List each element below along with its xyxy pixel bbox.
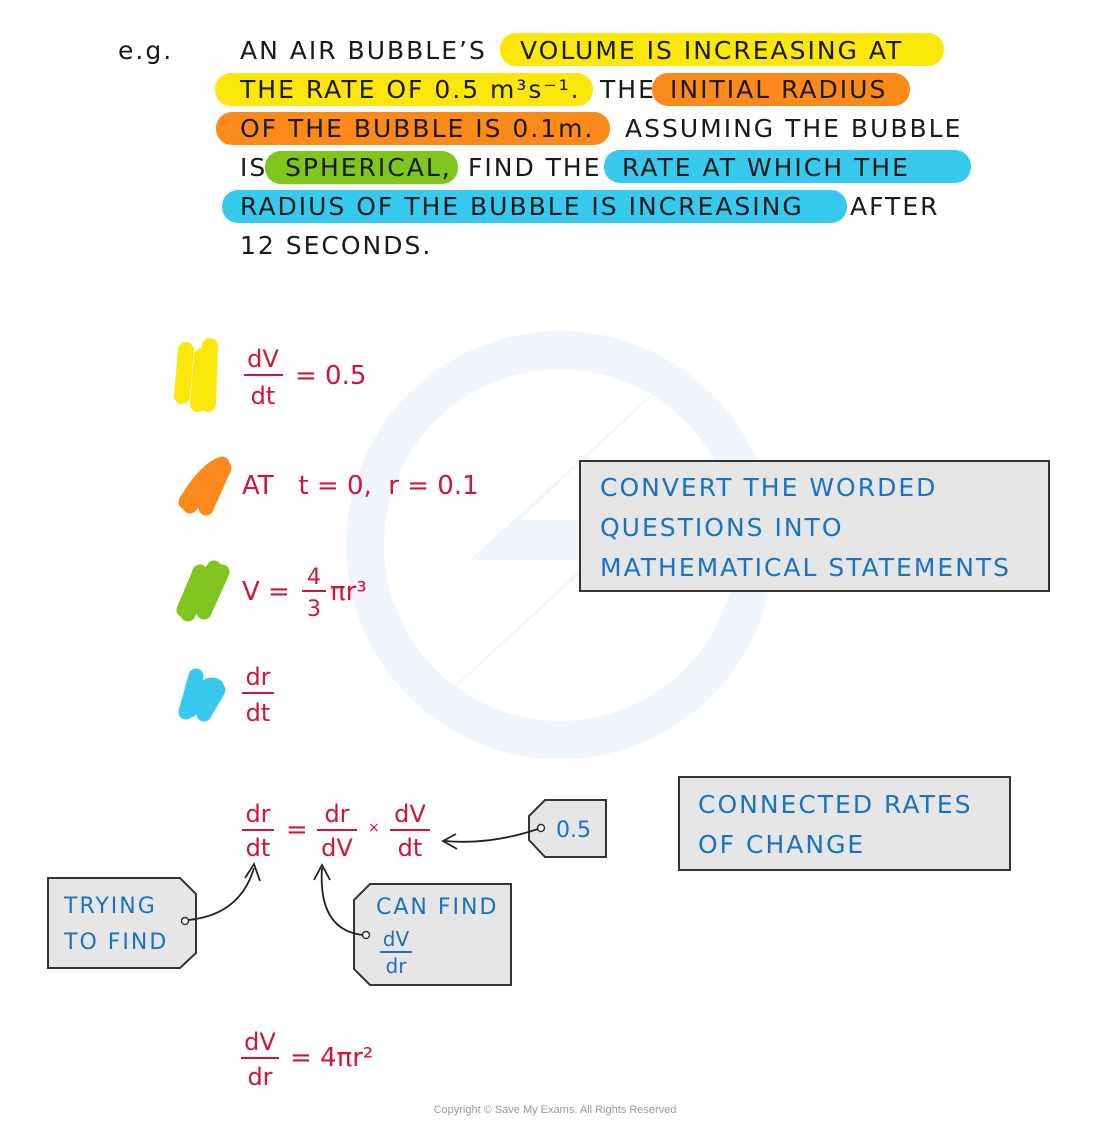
colour-key-marks	[174, 338, 232, 722]
chain-t1-numerator: dr	[324, 800, 349, 828]
s1-denominator: dt	[251, 382, 276, 410]
chain-lhs-numerator: dr	[245, 800, 270, 828]
s2-text: AT t = 0, r = 0.1	[242, 471, 479, 501]
chain-equals: =	[286, 815, 308, 845]
convert-line2: QUESTIONS INTO	[600, 513, 844, 542]
question-line4-a: IS	[240, 153, 267, 182]
yellow-mark	[174, 338, 218, 412]
highlight-orange-2	[216, 112, 610, 145]
connected-line2: OF CHANGE	[698, 830, 865, 859]
chain-lhs-denominator: dt	[246, 834, 271, 862]
highlight-yellow-2	[215, 73, 593, 106]
value-tag-arrow	[444, 828, 539, 843]
highlight-green	[265, 151, 458, 184]
trying-line1: TRYING	[63, 894, 157, 919]
question-line3-a: OF THE BUBBLE IS 0.1m.	[240, 114, 595, 143]
s4-denominator: dt	[246, 699, 271, 727]
question-line2-b: THE	[599, 75, 656, 104]
question-line4-c: FIND THE	[468, 153, 602, 182]
s3-lhs: V =	[242, 577, 290, 607]
question-line4-d: RATE AT WHICH THE	[622, 153, 910, 182]
canfind-numerator: dV	[383, 927, 410, 951]
trying-arrow	[187, 867, 255, 921]
chain-times: ×	[368, 820, 380, 836]
deriv-rhs: = 4πr²	[290, 1043, 373, 1073]
trying-to-find-tag: TRYING TO FIND	[47, 861, 261, 969]
chain-t2-numerator: dV	[394, 800, 426, 828]
chain-rule-equation: dr dt = dr dV × dV dt	[242, 800, 430, 862]
deriv-denominator: dr	[247, 1063, 272, 1091]
convert-line3: MATHEMATICAL STATEMENTS	[600, 553, 1011, 582]
deriv-numerator: dV	[244, 1028, 276, 1056]
canfind-tag-hole	[361, 930, 371, 940]
green-mark	[176, 560, 230, 622]
s3-numerator: 4	[307, 565, 321, 590]
trying-tag-hole	[180, 916, 190, 926]
value-tag-arrowhead	[441, 833, 458, 850]
copyright-footer: Copyright © Save My Exams. All Rights Re…	[433, 1104, 677, 1116]
statement-drdt: dr dt	[242, 663, 274, 727]
value-tag: 0.5	[441, 799, 607, 858]
question-line1-b: VOLUME IS INCREASING AT	[520, 36, 903, 65]
trying-arrowhead	[244, 861, 261, 882]
question-line3-b: ASSUMING THE BUBBLE	[625, 114, 962, 143]
trying-line2: TO FIND	[63, 930, 168, 955]
statement-volume: V = 4 3 πr³	[242, 565, 367, 622]
statement-dvdt: dV dt = 0.5	[244, 345, 366, 410]
statement-initial: AT t = 0, r = 0.1	[242, 471, 479, 501]
question-block: e.g. AN AIR BUBBLE’S VOLUME IS INCREASIN…	[118, 33, 971, 260]
question-line4-b: SPHERICAL,	[285, 153, 452, 182]
blue-mark	[178, 668, 226, 722]
convert-note-box: CONVERT THE WORDED QUESTIONS INTO MATHEM…	[579, 460, 1050, 592]
canfind-line1: CAN FIND	[376, 895, 498, 920]
canfind-denominator: dr	[386, 954, 408, 978]
highlight-blue-1	[604, 150, 971, 183]
canfind-arrow	[320, 867, 364, 936]
question-line5-b: AFTER	[850, 192, 939, 221]
s1-rhs: = 0.5	[295, 361, 366, 391]
s3-rest: πr³	[330, 577, 367, 607]
question-line2-c: INITIAL RADIUS	[670, 75, 887, 104]
question-line5-a: RADIUS OF THE BUBBLE IS INCREASING	[240, 192, 804, 221]
value-tag-hole	[536, 823, 546, 833]
connected-box-frame	[678, 776, 1011, 871]
orange-mark	[178, 456, 232, 516]
connected-line1: CONNECTED RATES	[698, 790, 973, 819]
trying-tag-shape	[47, 877, 197, 969]
convert-box-frame	[579, 460, 1050, 592]
highlight-yellow-1	[500, 33, 944, 66]
s1-numerator: dV	[247, 345, 279, 373]
s3-denominator: 3	[307, 597, 321, 622]
chain-t2-denominator: dt	[398, 834, 423, 862]
highlight-blue-2	[222, 190, 847, 223]
convert-line1: CONVERT THE WORDED	[600, 473, 937, 502]
chain-t1-denominator: dV	[321, 834, 353, 862]
question-line6: 12 SECONDS.	[240, 231, 432, 260]
value-tag-text: 0.5	[556, 818, 591, 843]
derivative-equation: dV dr = 4πr²	[241, 1028, 373, 1091]
connected-rates-box: CONNECTED RATES OF CHANGE	[678, 776, 1011, 871]
eg-label: e.g.	[118, 36, 173, 65]
value-tag-shape	[528, 799, 607, 858]
question-line1-a: AN AIR BUBBLE’S	[240, 36, 487, 65]
highlight-orange-1	[652, 73, 910, 106]
canfind-tag-shape	[353, 883, 512, 986]
question-line2-a: THE RATE OF 0.5 m³s⁻¹.	[239, 75, 581, 104]
can-find-tag: CAN FIND dV dr	[313, 863, 512, 986]
s4-numerator: dr	[245, 663, 270, 691]
canfind-arrowhead	[313, 863, 331, 881]
